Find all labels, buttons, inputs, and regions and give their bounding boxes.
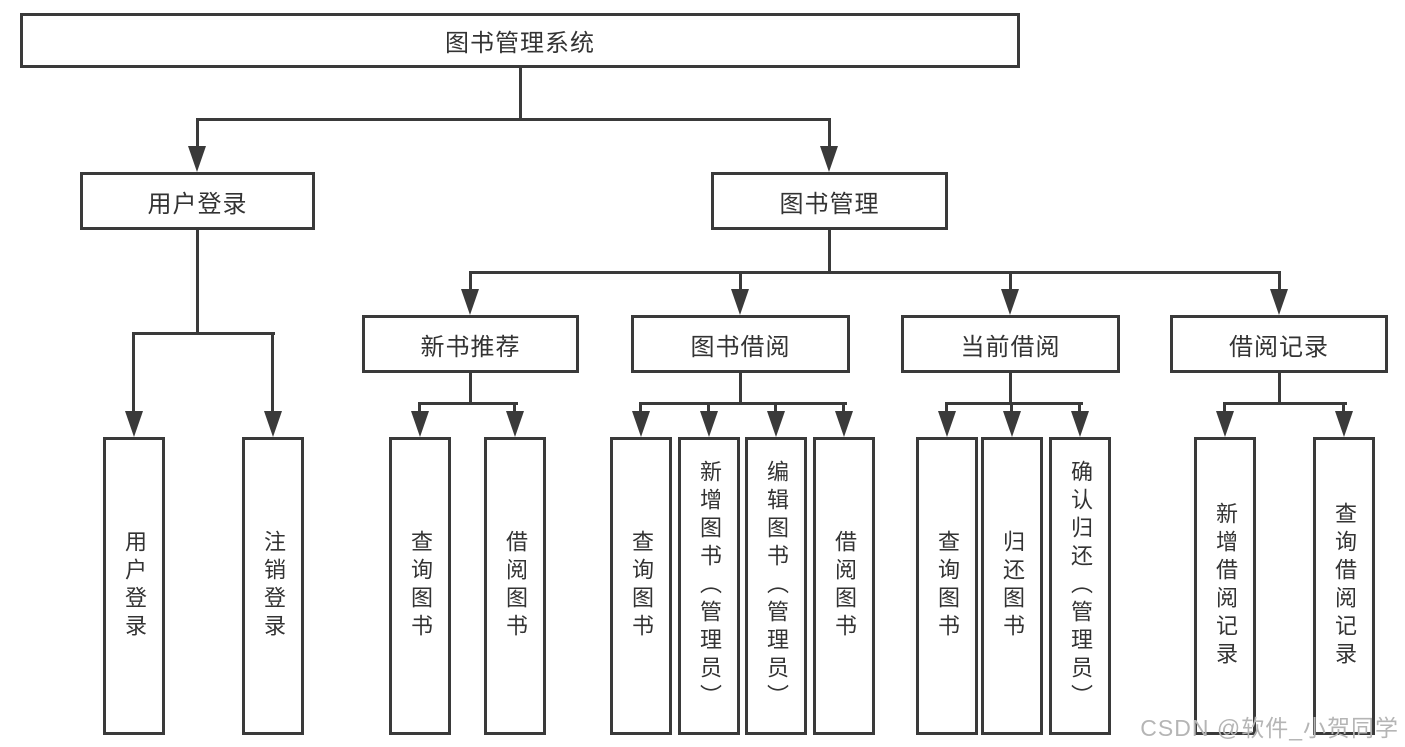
connector-root-hbar	[196, 118, 831, 121]
connector-drop	[1010, 402, 1013, 411]
connector-drop-leaf-logout	[271, 332, 274, 411]
node-current-borrowing: 当前借阅	[901, 315, 1120, 373]
leaf-user-login: 用户登录	[103, 437, 165, 735]
leaf-query-borrow-record: 查询借阅记录	[1313, 437, 1375, 735]
connector-drop	[513, 402, 516, 411]
leaf-return-books: 归还图书	[981, 437, 1043, 735]
connector-new-book-hbar	[418, 402, 518, 405]
arrow-down-icon	[506, 411, 524, 437]
arrow-down-icon	[1003, 411, 1021, 437]
connector-drop-user-login	[196, 118, 199, 146]
connector-book-borrow-stem	[739, 373, 742, 405]
leaf-borrow-books: 借阅图书	[813, 437, 875, 735]
leaf-add-borrow-record: 新增借阅记录	[1194, 437, 1256, 735]
connector-drop-book-borrow	[739, 271, 742, 289]
connector-drop-leaf-user-login	[132, 332, 135, 411]
connector-root-stem	[519, 68, 522, 121]
arrow-down-icon	[1216, 411, 1234, 437]
connector-drop-current-borrow	[1009, 271, 1012, 289]
connector-new-book-stem	[469, 373, 472, 405]
arrow-down-icon	[938, 411, 956, 437]
watermark: CSDN @软件_小贺同学	[1140, 715, 1399, 741]
arrow-down-icon	[1270, 289, 1288, 315]
connector-drop-new-book	[469, 271, 472, 289]
node-borrowing-records: 借阅记录	[1170, 315, 1388, 373]
connector-drop	[1078, 402, 1081, 411]
leaf-edit-books-admin: 编辑图书（管理员）	[745, 437, 807, 735]
arrow-down-icon	[461, 289, 479, 315]
connector-book-management-stem	[828, 230, 831, 274]
arrow-down-icon	[411, 411, 429, 437]
connector-drop	[639, 402, 642, 411]
arrow-down-icon	[188, 146, 206, 172]
arrow-down-icon	[632, 411, 650, 437]
arrow-down-icon	[1335, 411, 1353, 437]
leaf-logout: 注销登录	[242, 437, 304, 735]
connector-drop	[774, 402, 777, 411]
arrow-down-icon	[1071, 411, 1089, 437]
node-book-borrowing: 图书借阅	[631, 315, 850, 373]
node-book-management: 图书管理	[711, 172, 948, 230]
connector-drop-book-management	[828, 118, 831, 146]
connector-drop	[418, 402, 421, 411]
connector-book-management-hbar	[469, 271, 1281, 274]
connector-drop	[1223, 402, 1226, 411]
leaf-confirm-return-admin: 确认归还（管理员）	[1049, 437, 1111, 735]
node-new-book-recommendation: 新书推荐	[362, 315, 579, 373]
arrow-down-icon	[700, 411, 718, 437]
node-library-management-system: 图书管理系统	[20, 13, 1020, 68]
connector-borrow-records-hbar	[1223, 402, 1347, 405]
arrow-down-icon	[767, 411, 785, 437]
connector-user-login-stem	[196, 230, 199, 335]
connector-drop-borrow-records	[1278, 271, 1281, 289]
arrow-down-icon	[820, 146, 838, 172]
arrow-down-icon	[731, 289, 749, 315]
connector-drop	[842, 402, 845, 411]
node-user-login: 用户登录	[80, 172, 315, 230]
leaf-query-books: 查询图书	[389, 437, 451, 735]
connector-drop	[1342, 402, 1345, 411]
arrow-down-icon	[264, 411, 282, 437]
connector-borrow-records-stem	[1278, 373, 1281, 405]
connector-current-borrow-stem	[1009, 373, 1012, 405]
connector-user-login-hbar	[132, 332, 275, 335]
leaf-borrow-books: 借阅图书	[484, 437, 546, 735]
arrow-down-icon	[835, 411, 853, 437]
connector-book-borrow-hbar	[639, 402, 847, 405]
arrow-down-icon	[1001, 289, 1019, 315]
connector-current-borrow-hbar	[945, 402, 1083, 405]
leaf-query-books: 查询图书	[610, 437, 672, 735]
arrow-down-icon	[125, 411, 143, 437]
connector-drop	[707, 402, 710, 411]
leaf-add-books-admin: 新增图书（管理员）	[678, 437, 740, 735]
connector-drop	[945, 402, 948, 411]
leaf-query-books: 查询图书	[916, 437, 978, 735]
